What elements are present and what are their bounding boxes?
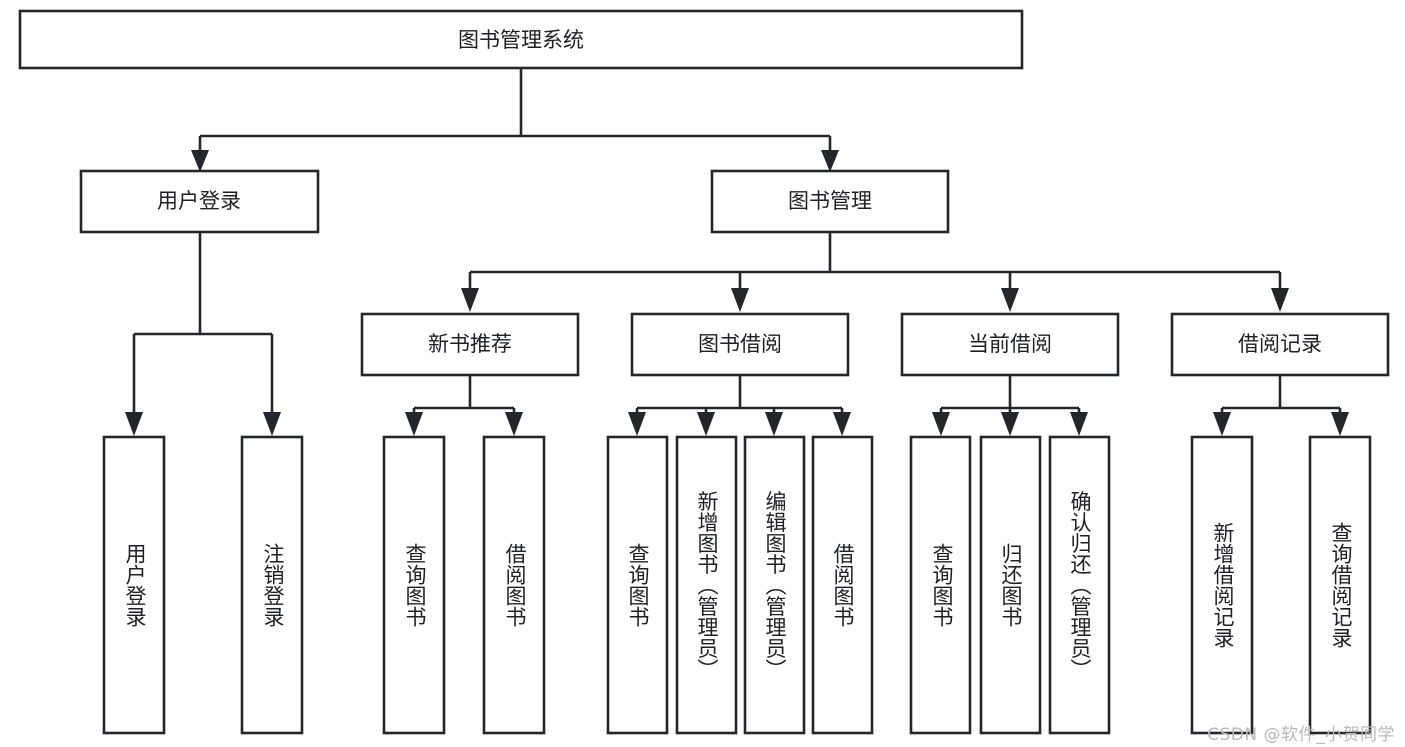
leaf-borrow-record-add-label: 新增借阅记录: [1211, 522, 1235, 648]
arrowhead-bookborrow-leaf-1: [628, 412, 646, 436]
arrowhead-to-book-manage: [821, 150, 839, 172]
connector-bookborrow-bus: [635, 375, 844, 420]
leaf-book-borrow-borrow-label: 借阅图书: [831, 543, 855, 627]
node-root-system-label: 图书管理系统: [458, 28, 584, 52]
node-user-login-label: 用户登录: [157, 189, 241, 213]
csdn-watermark: CSDN @软件_小贺同学: [1207, 725, 1395, 745]
leaf-current-borrow-query-label: 查询图书: [930, 543, 954, 627]
arrowhead-to-new-book-recommend: [461, 288, 479, 312]
leaf-user-login-logout-label: 注销登录: [261, 543, 285, 627]
node-current-borrow-label: 当前借阅: [968, 332, 1052, 356]
leaf-new-book-borrow[interactable]: 借阅图书: [482, 435, 546, 735]
leaf-current-borrow-return-label: 归还图书: [999, 543, 1023, 627]
node-current-borrow[interactable]: 当前借阅: [900, 312, 1120, 377]
leaf-book-borrow-edit-label: 编辑图书（管理员）: [763, 491, 787, 680]
leaf-new-book-query-label: 查询图书: [403, 543, 427, 627]
arrowhead-borrowrecord-leaf-1: [1213, 412, 1231, 436]
node-user-login[interactable]: 用户登录: [79, 169, 320, 234]
arrowhead-to-book-borrow: [731, 288, 749, 312]
connector-root-to-level2: [198, 68, 832, 158]
leaf-current-borrow-return[interactable]: 归还图书: [979, 435, 1042, 735]
node-borrow-record-label: 借阅记录: [1238, 332, 1322, 356]
arrowhead-to-borrow-record: [1271, 288, 1289, 312]
arrowhead-newbook-leaf-1: [405, 412, 423, 436]
arrowhead-newbook-leaf-2: [505, 412, 523, 436]
connector-borrowrecord-bus: [1220, 375, 1342, 420]
leaf-book-borrow-add[interactable]: 新增图书（管理员）: [675, 435, 738, 735]
node-borrow-record[interactable]: 借阅记录: [1170, 312, 1390, 377]
arrowhead-currentborrow-leaf-1: [932, 412, 950, 436]
leaf-current-borrow-query[interactable]: 查询图书: [909, 435, 972, 735]
leaf-new-book-query[interactable]: 查询图书: [382, 435, 446, 735]
leaf-book-borrow-edit[interactable]: 编辑图书（管理员）: [743, 435, 806, 735]
leaf-current-borrow-confirm-label: 确认归还（管理员）: [1068, 491, 1092, 680]
arrowhead-currentborrow-leaf-3: [1070, 412, 1088, 436]
arrowhead-to-user-login: [191, 150, 209, 172]
leaf-book-borrow-borrow[interactable]: 借阅图书: [811, 435, 874, 735]
connector-newbook-bus: [412, 375, 516, 420]
connector-layer: [125, 68, 1349, 436]
leaf-borrow-record-query[interactable]: 查询借阅记录: [1308, 435, 1372, 735]
leaf-book-borrow-add-label: 新增图书（管理员）: [695, 491, 719, 680]
arrowhead-bookborrow-leaf-2: [697, 412, 715, 436]
leaf-new-book-borrow-label: 借阅图书: [503, 543, 527, 627]
arrowhead-bookborrow-leaf-4: [833, 412, 851, 436]
leaf-book-borrow-query[interactable]: 查询图书: [606, 435, 669, 735]
leaf-user-login-login[interactable]: 用户登录: [102, 435, 166, 735]
node-new-book-recommend[interactable]: 新书推荐: [360, 312, 580, 377]
arrowhead-currentborrow-leaf-2: [1001, 412, 1019, 436]
leaf-borrow-record-add[interactable]: 新增借阅记录: [1190, 435, 1254, 735]
leaf-book-borrow-query-label: 查询图书: [626, 543, 650, 627]
arrowhead-userlogin-leaf-2: [263, 412, 281, 436]
node-book-borrow[interactable]: 图书借阅: [630, 312, 850, 377]
connector-userlogin-bus: [132, 232, 274, 420]
node-root-system[interactable]: 图书管理系统: [18, 9, 1024, 70]
leaf-current-borrow-confirm[interactable]: 确认归还（管理员）: [1048, 435, 1111, 735]
node-book-manage[interactable]: 图书管理: [710, 169, 950, 234]
connector-bookmanage-bus: [468, 232, 1282, 296]
arrowhead-borrowrecord-leaf-2: [1331, 412, 1349, 436]
arrowhead-bookborrow-leaf-3: [765, 412, 783, 436]
leaf-user-login-logout[interactable]: 注销登录: [240, 435, 304, 735]
arrowhead-to-current-borrow: [1001, 288, 1019, 312]
leaf-user-login-login-label: 用户登录: [123, 543, 147, 627]
node-book-manage-label: 图书管理: [788, 189, 872, 213]
node-book-borrow-label: 图书借阅: [698, 332, 782, 356]
node-new-book-recommend-label: 新书推荐: [428, 332, 512, 356]
arrowhead-userlogin-leaf-1: [125, 412, 143, 436]
leaf-borrow-record-query-label: 查询借阅记录: [1329, 522, 1353, 648]
